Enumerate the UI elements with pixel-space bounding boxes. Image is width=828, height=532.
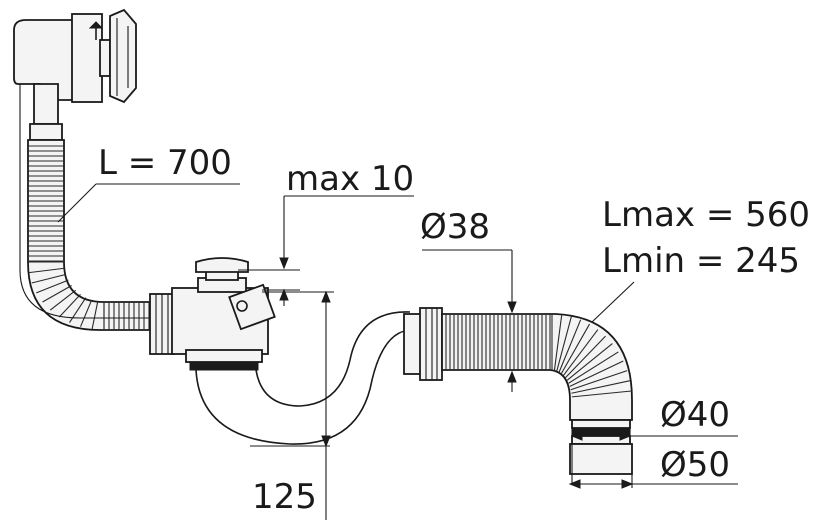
drain-body	[149, 257, 276, 371]
flexible-pipe	[403, 307, 633, 475]
label-outlet-inner: Ø40	[660, 395, 730, 435]
label-flex-max: Lmax = 560	[602, 195, 810, 235]
label-overflow-length: L = 700	[98, 143, 232, 183]
overflow-head	[13, 8, 137, 104]
label-flex-min: Lmin = 245	[602, 241, 800, 281]
dimension-lines	[57, 183, 738, 520]
label-max-gap: max 10	[286, 159, 414, 199]
label-outlet-outer: Ø50	[660, 445, 730, 485]
label-pipe-diameter: Ø38	[420, 207, 490, 247]
label-trap-depth: 125	[252, 477, 317, 517]
trap-bend	[195, 311, 413, 445]
overflow-hose	[19, 83, 159, 331]
screw-icon	[88, 21, 104, 40]
